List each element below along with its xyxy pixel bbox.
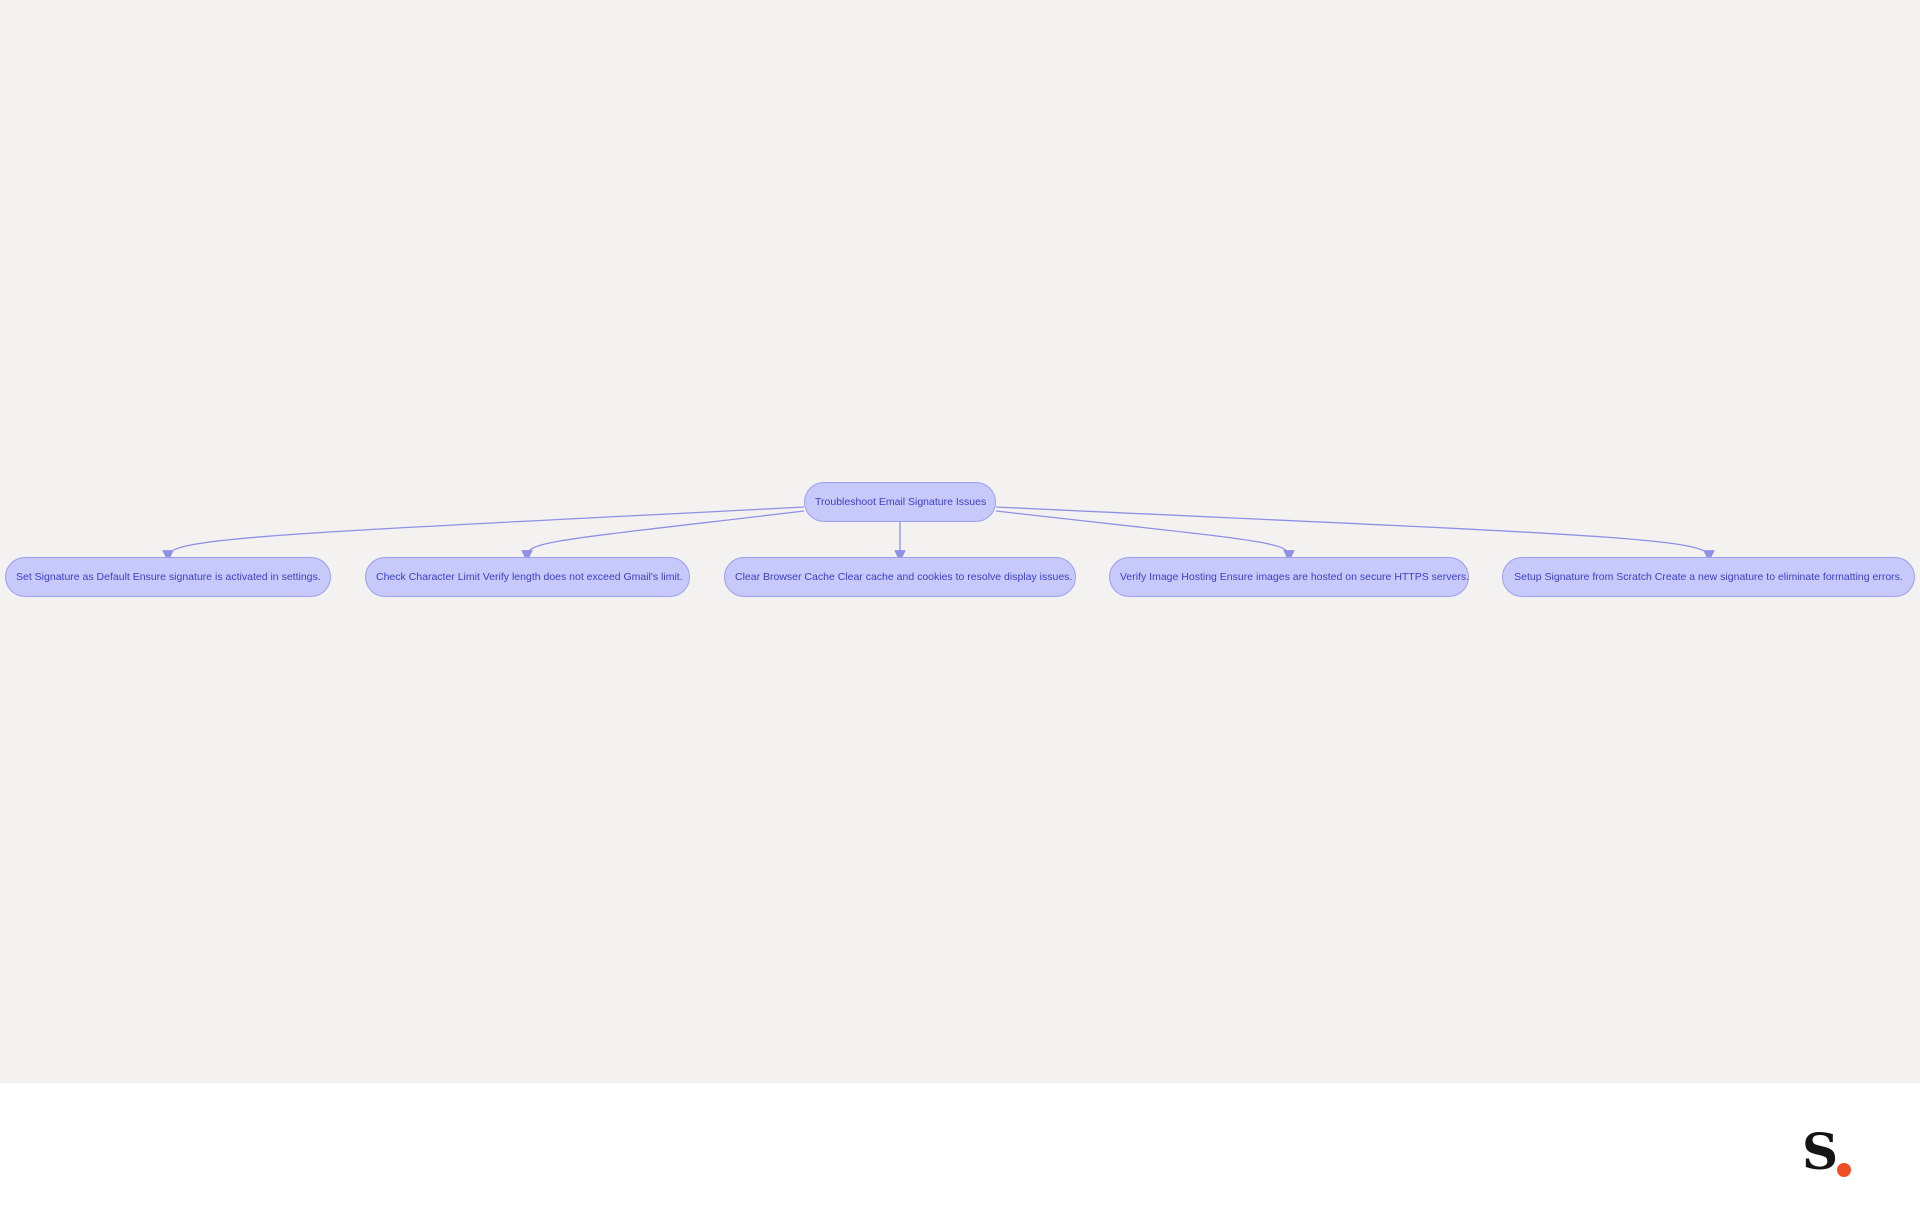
- diagram-edges: [162, 506, 1715, 562]
- edge-root-to-default: [162, 506, 805, 562]
- brand-logo: S: [1802, 1122, 1862, 1184]
- diagram-canvas: Troubleshoot Email Signature Issues Set …: [0, 0, 1920, 1083]
- logo-letter: S: [1802, 1122, 1839, 1181]
- root-node: Troubleshoot Email Signature Issues: [804, 482, 996, 522]
- child-node-image-hosting: Verify Image Hosting Ensure images are h…: [1109, 557, 1469, 597]
- child-node-set-default: Set Signature as Default Ensure signatur…: [5, 557, 331, 597]
- edge-root-to-setup: [995, 506, 1715, 562]
- edge-root-to-image-hosting: [995, 510, 1295, 562]
- footer: [0, 1083, 1920, 1215]
- child-node-setup-scratch: Setup Signature from Scratch Create a ne…: [1502, 557, 1915, 597]
- edge-root-to-character-limit: [521, 510, 805, 562]
- child-node-clear-cache: Clear Browser Cache Clear cache and cook…: [724, 557, 1076, 597]
- logo-dot-icon: [1837, 1163, 1851, 1177]
- child-node-character-limit: Check Character Limit Verify length does…: [365, 557, 690, 597]
